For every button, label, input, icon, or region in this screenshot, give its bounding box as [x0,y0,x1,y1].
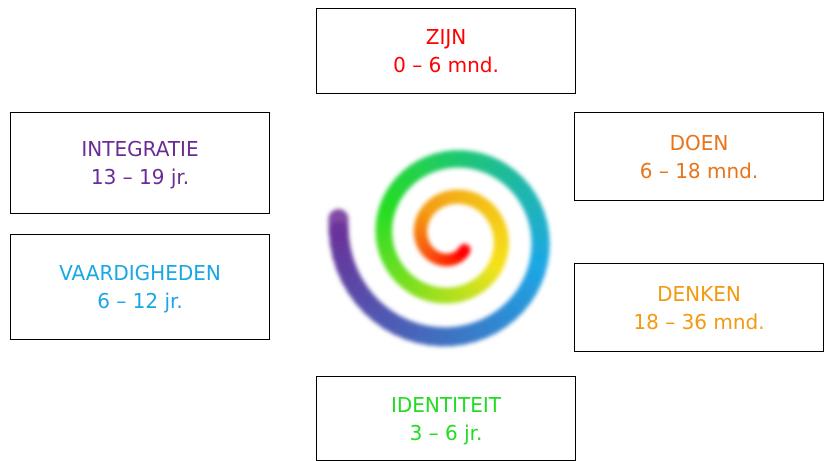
stage-age-vaardigheden: 6 – 12 jr. [97,289,183,313]
stage-name-doen: DOEN [669,130,729,155]
stage-name-zijn: ZIJN [425,25,467,49]
stage-name-identiteit: IDENTITEIT [391,392,501,417]
stage-age-denken: 18 – 36 mnd. [633,309,765,334]
stage-box-vaardigheden: VAARDIGHEDEN 6 – 12 jr. [10,234,270,340]
stage-name-denken: DENKEN [657,281,741,306]
stage-box-integratie: INTEGRATIE 13 – 19 jr. [10,112,270,214]
stage-age-zijn: 0 – 6 mnd. [393,53,499,77]
stage-name-vaardigheden: VAARDIGHEDEN [59,261,221,285]
stage-box-identiteit: IDENTITEIT 3 – 6 jr. [316,376,576,461]
stage-age-doen: 6 – 18 mnd. [639,158,759,183]
stage-age-integratie: 13 – 19 jr. [90,165,190,189]
stage-name-integratie: INTEGRATIE [81,137,199,161]
stage-box-denken: DENKEN 18 – 36 mnd. [574,263,824,352]
stage-box-doen: DOEN 6 – 18 mnd. [574,112,824,201]
stage-age-identiteit: 3 – 6 jr. [409,420,483,445]
rainbow-spiral-icon [328,150,550,347]
stage-box-zijn: ZIJN 0 – 6 mnd. [316,8,576,94]
